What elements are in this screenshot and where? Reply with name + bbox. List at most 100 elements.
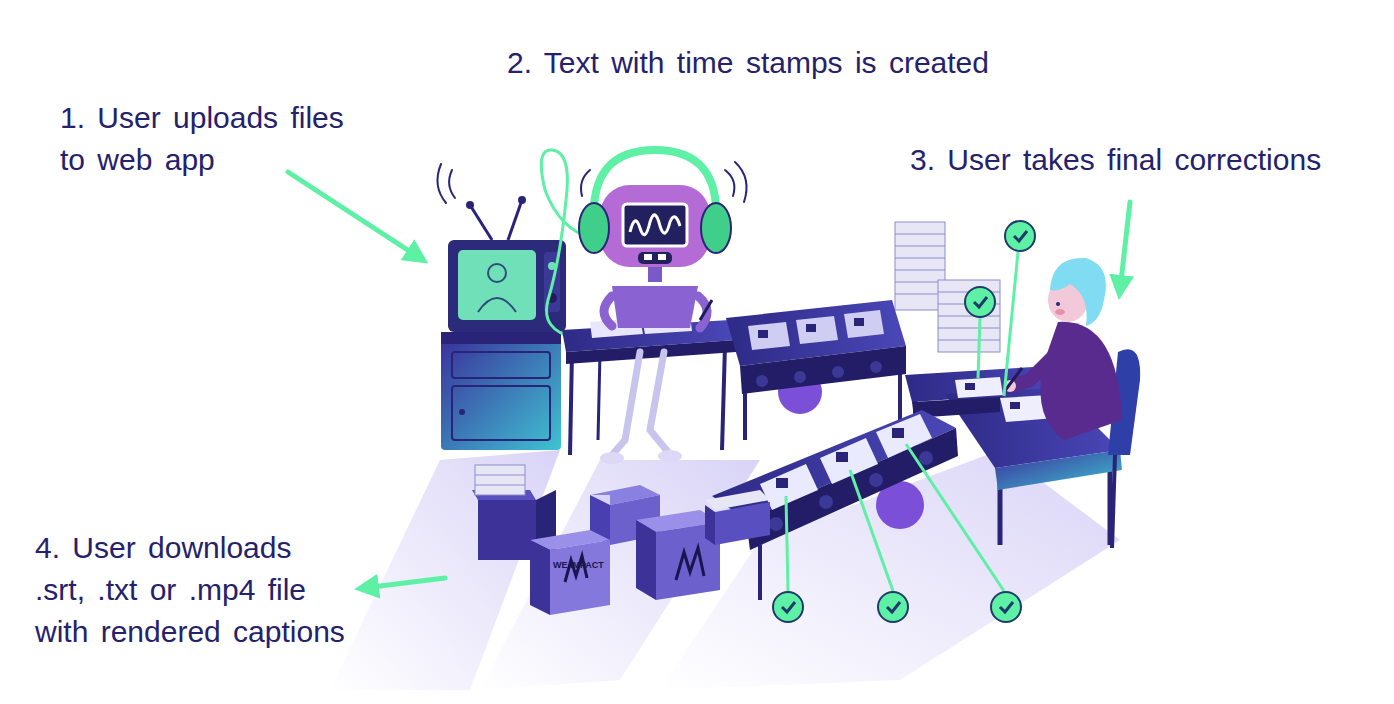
check-badge — [1000, 602, 1013, 612]
robot-desk — [722, 345, 725, 450]
person — [1112, 455, 1115, 548]
person — [1012, 346, 1064, 386]
conveyor-belt — [796, 316, 838, 344]
robot — [579, 150, 731, 464]
robot — [701, 203, 731, 253]
signal-waves — [437, 164, 446, 203]
shipping-box — [475, 465, 525, 495]
tv-set — [470, 205, 492, 240]
shipping-box — [550, 540, 610, 615]
conveyor-belt — [892, 428, 904, 438]
pointer-arrow — [364, 578, 445, 588]
leader-line — [906, 444, 1004, 591]
paper-stack — [938, 280, 1000, 352]
check-badge — [878, 592, 908, 622]
robot — [644, 254, 652, 260]
step-label: 1. User uploads files to web app — [60, 97, 360, 181]
check-badge — [782, 602, 795, 612]
person — [1056, 302, 1060, 306]
signal-waves — [735, 162, 747, 202]
check-badge — [1014, 231, 1027, 241]
tv-set — [466, 201, 474, 209]
robot-desk — [562, 315, 736, 455]
robot-desk — [570, 352, 572, 455]
conveyor-belt — [870, 361, 882, 373]
correction-desk — [955, 377, 1003, 398]
robot — [700, 300, 712, 320]
conveyor-belt — [758, 545, 762, 600]
signal-waves — [449, 170, 455, 198]
step-label: 2. Text with time stamps is created — [507, 42, 989, 84]
person — [1050, 258, 1106, 326]
conveyor-belt — [836, 452, 848, 462]
conveyor-belt — [740, 346, 906, 394]
tv-cabinet — [452, 352, 550, 378]
check-badge — [965, 287, 995, 317]
conveyor-belt — [746, 428, 958, 550]
conveyor-belt — [869, 473, 883, 487]
conveyor-belt — [712, 410, 958, 600]
shipping-box — [636, 520, 656, 600]
check-badge — [773, 592, 803, 622]
tv-cabinet — [441, 332, 561, 450]
robot — [638, 252, 672, 264]
leader-line — [1004, 252, 1018, 396]
robot — [600, 452, 624, 464]
tv-cabinet — [452, 386, 550, 440]
check-badge — [991, 592, 1021, 622]
robot — [612, 352, 640, 455]
person — [1040, 322, 1122, 440]
box-print: WE IMPACT — [553, 560, 604, 571]
conveyor-belt — [876, 414, 932, 458]
conveyor-belt — [769, 517, 783, 531]
robot — [612, 286, 698, 328]
shipping-box — [530, 540, 550, 615]
check-badge — [974, 297, 987, 307]
robot-desk — [566, 340, 736, 364]
robot-desk — [598, 352, 600, 440]
tv-set — [478, 298, 516, 312]
pointer-arrow — [288, 172, 420, 258]
robot — [630, 215, 680, 235]
step-label: 4. User downloads .srt, .txt or .mp4 fil… — [35, 527, 351, 653]
conveyor-belt — [844, 310, 884, 338]
leader-line — [786, 496, 788, 591]
tv-cabinet — [459, 409, 465, 415]
tv-set — [518, 196, 526, 204]
conveyor-belt — [794, 371, 806, 383]
paper-stack — [895, 222, 1000, 352]
check-badge — [1005, 221, 1035, 251]
correction-desk — [995, 450, 1122, 490]
conveyor-belt — [806, 324, 816, 332]
conveyor-belt — [819, 495, 833, 509]
shipping-box — [478, 500, 536, 560]
robot — [658, 450, 682, 462]
conveyor-belt — [726, 300, 906, 440]
tv-set — [508, 200, 522, 240]
robot — [658, 254, 666, 260]
robot — [594, 150, 716, 222]
conveyor-belt — [820, 438, 878, 484]
shipping-box — [715, 502, 770, 545]
conveyor-belt — [756, 375, 768, 387]
step-label: 3. User takes final corrections — [910, 139, 1321, 181]
shipping-box — [472, 465, 770, 615]
signal-waves — [581, 170, 590, 196]
tv-set — [448, 196, 566, 332]
correction-desk — [965, 383, 975, 390]
robot — [650, 352, 668, 452]
pointer-arrow — [1120, 202, 1130, 290]
pointer-arrow — [288, 172, 1130, 588]
conveyor-belt — [758, 330, 768, 338]
conveyor-belt — [832, 366, 844, 378]
check-badge — [878, 592, 908, 622]
leader-line — [978, 318, 980, 378]
shipping-box — [676, 548, 704, 580]
person — [1004, 258, 1140, 548]
tv-set — [458, 250, 536, 320]
correction-desk — [1010, 402, 1020, 409]
check-badge — [773, 221, 1035, 622]
person — [1055, 309, 1065, 315]
conveyor-belt — [776, 478, 788, 488]
